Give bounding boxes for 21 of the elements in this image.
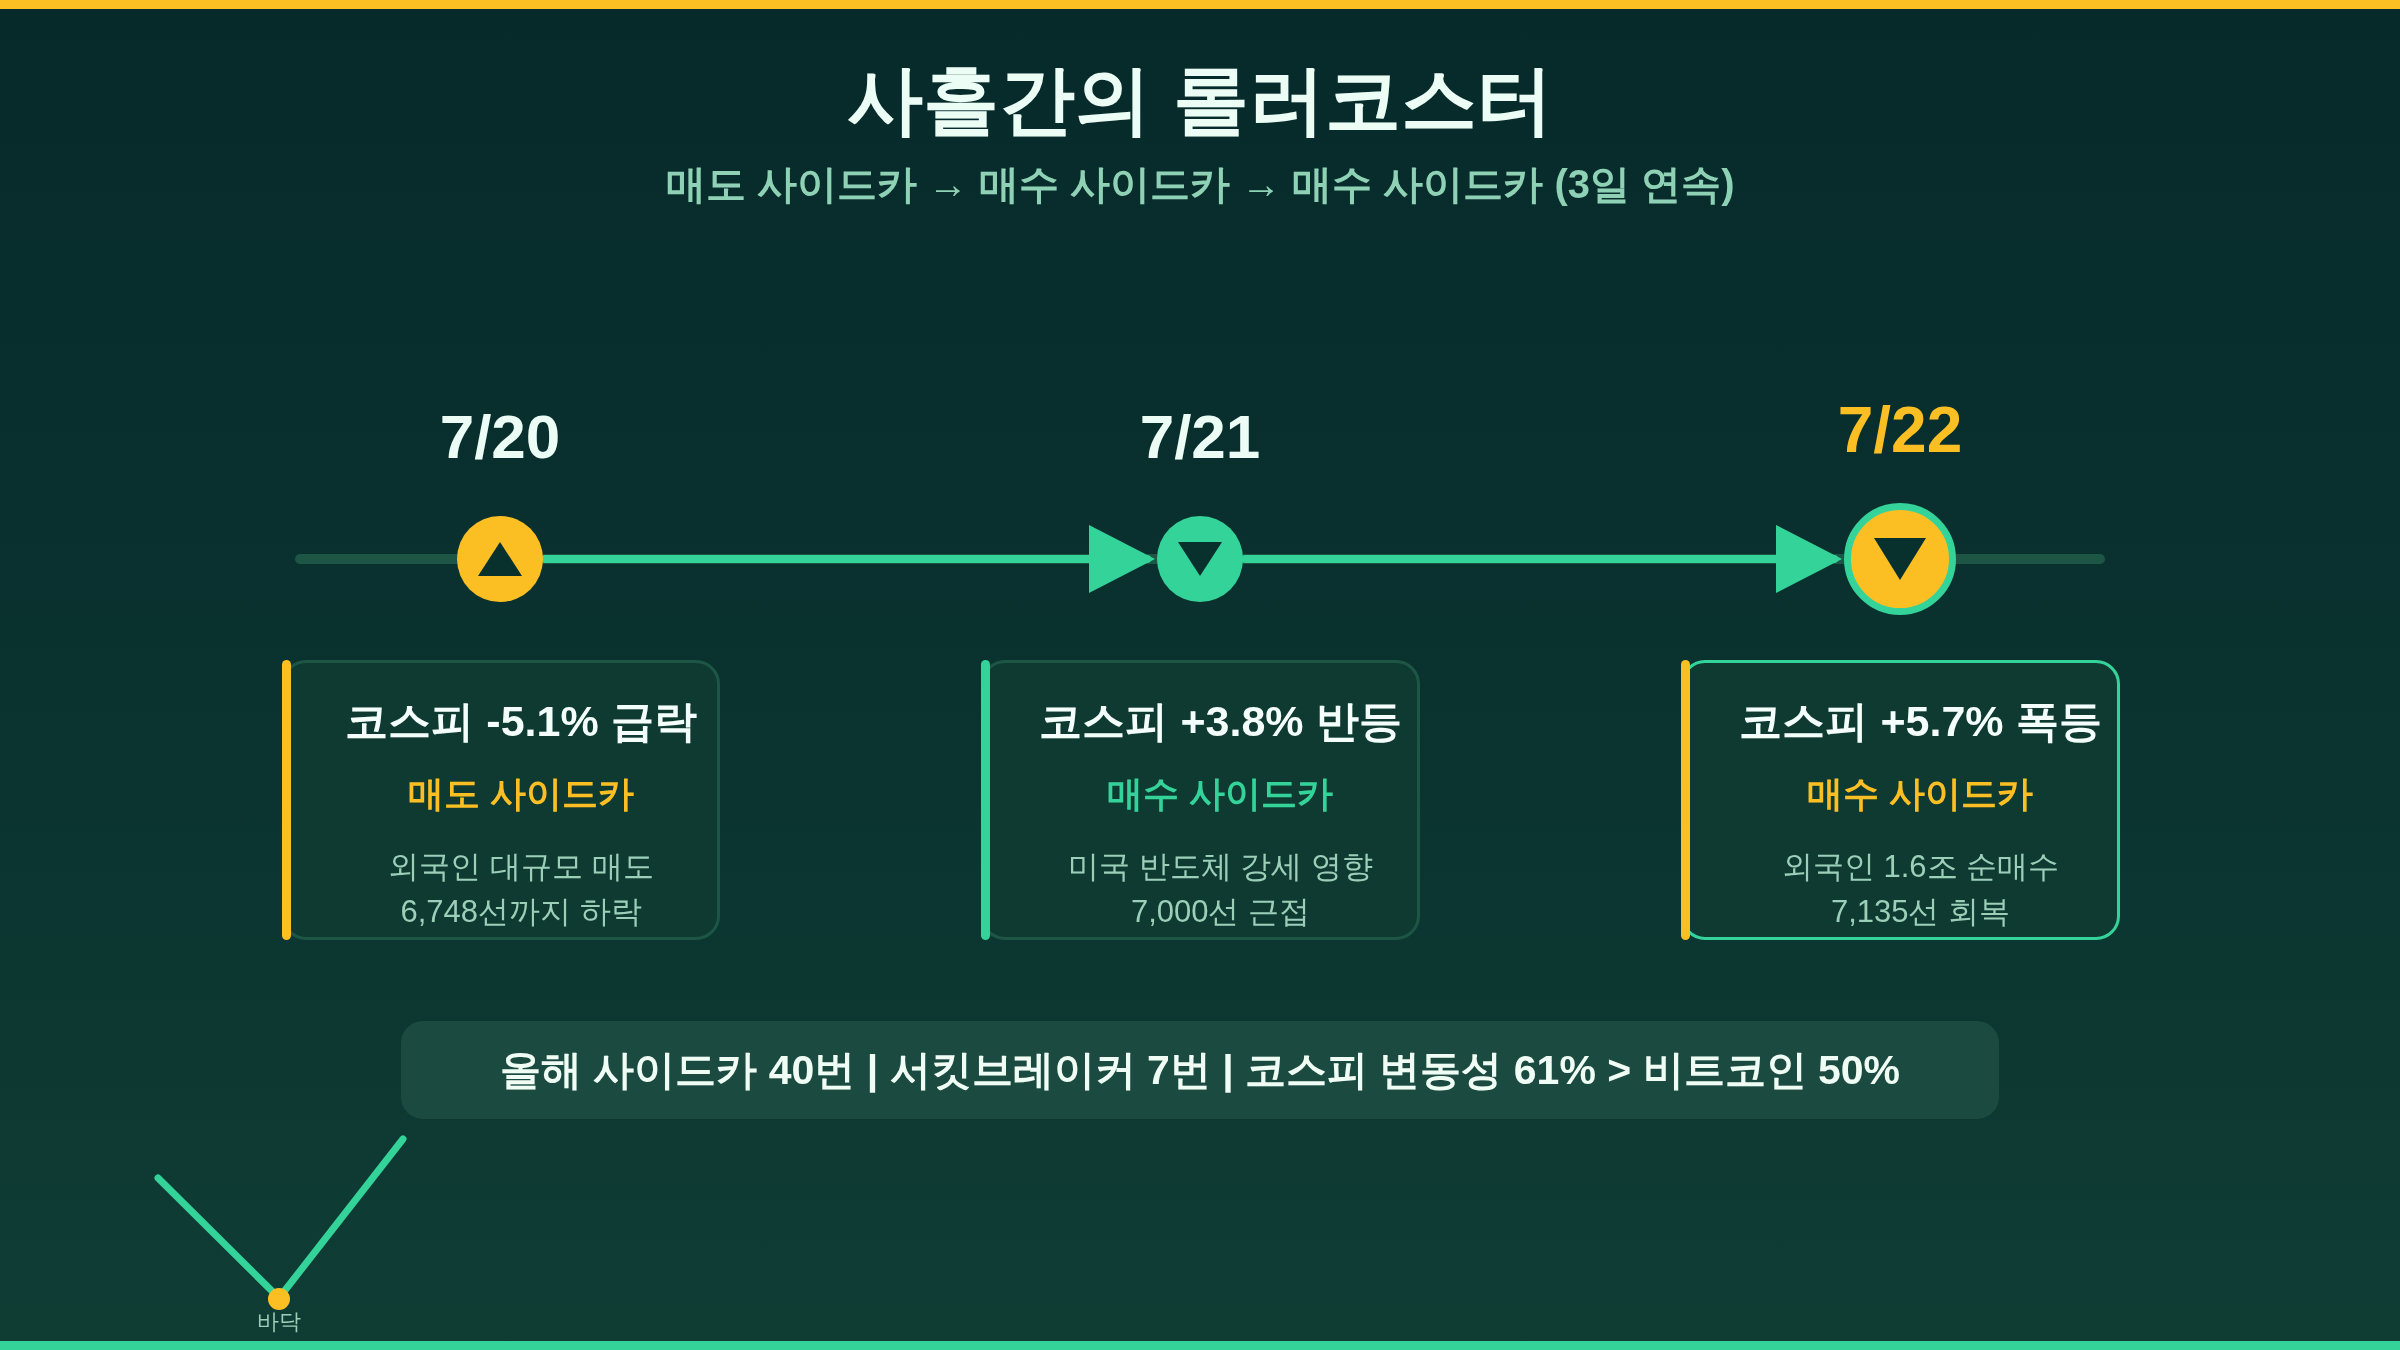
sidecar-label: 매수 사이드카 [1107,772,1334,816]
date-label: 7/20 [439,406,561,468]
sidecar-label: 매도 사이드카 [408,772,634,816]
event-card [1681,660,2120,940]
description: 미국 반도체 강세 영향 7,000선 근접 [1067,848,1374,931]
description: 외국인 대규모 매도 6,748선까지 하락 [387,848,655,931]
date-label: 7/22 [1837,398,1963,462]
headline: 코스피 +3.8% 반등 [1039,696,1402,748]
description: 외국인 1.6조 순매수 7,135선 회복 [1781,848,2060,931]
subtitle: 매도 사이드카 → 매수 사이드카 → 매수 사이드카 (3일 연속) [665,161,1735,208]
date-label: 7/21 [1139,406,1261,468]
dip-label: 바닥 [257,1309,301,1335]
stats-banner: 올해 사이드카 40번 | 서킷브레이커 7번 | 코스피 변동성 61% > 비트코인 50% [401,1021,1999,1119]
event-card [282,660,720,940]
event-card [981,660,1420,940]
arrow [1241,525,1842,593]
sidecar-label: 매수 사이드카 [1807,772,2034,816]
headline: 코스피 +5.7% 폭등 [1739,696,2102,748]
arrow [541,525,1155,593]
title: 사흘간의 롤러코스터 [847,56,1553,144]
headline: 코스피 -5.1% 급락 [345,696,697,748]
